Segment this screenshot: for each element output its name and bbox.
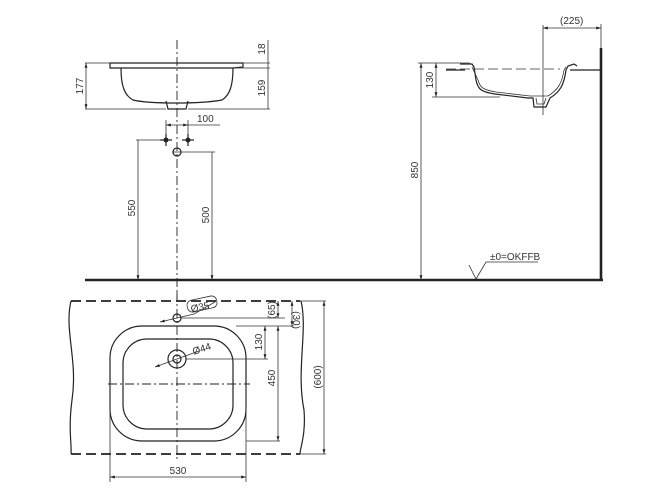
water-supply-right — [182, 134, 194, 146]
dim-225: (225) — [560, 16, 583, 27]
floor-level-label: ±0=OKFFB — [490, 252, 541, 263]
dim-65: (65) — [267, 301, 278, 319]
waste-hole: Ø44 — [154, 341, 213, 369]
water-supply-left — [160, 134, 172, 146]
basin-bowl — [120, 67, 234, 104]
dim-530: 530 — [170, 466, 187, 477]
dim-177: 177 — [75, 77, 86, 94]
dim-550: 550 — [127, 199, 138, 216]
dim-100: 100 — [197, 114, 214, 125]
basin-section-outer — [460, 63, 578, 108]
basin-inner-outline — [122, 338, 234, 430]
basin-section-inner — [471, 66, 567, 97]
dim-600: (600) — [313, 365, 324, 388]
dim-130-side: 130 — [425, 71, 436, 88]
dim-850: 850 — [410, 161, 421, 178]
dim-130-plan: 130 — [254, 333, 265, 350]
side-view: (225) 130 850 — [410, 16, 602, 280]
basin-outer-outline — [109, 325, 247, 442]
dim-18: 18 — [257, 43, 268, 55]
plan-view: Ø35 Ø44 (65) (30) 130 450 (600) — [68, 292, 326, 482]
basin-drain — [165, 100, 189, 110]
dim-waste-hole: Ø44 — [191, 341, 213, 357]
counter-break-left — [68, 300, 75, 455]
counter-break-right — [299, 300, 306, 455]
waste-outlet — [172, 147, 215, 157]
front-view: 177 18 159 100 550 — [75, 40, 270, 300]
dim-tap-hole: Ø35 — [190, 301, 211, 316]
dim-30: (30) — [290, 311, 301, 329]
floor-level-marker: ±0=OKFFB — [468, 252, 541, 280]
dim-500: 500 — [201, 206, 212, 223]
dim-450: 450 — [267, 369, 278, 386]
tap-hole: Ø35 — [159, 295, 218, 323]
dim-159: 159 — [257, 79, 268, 96]
basin-rim — [109, 62, 244, 69]
